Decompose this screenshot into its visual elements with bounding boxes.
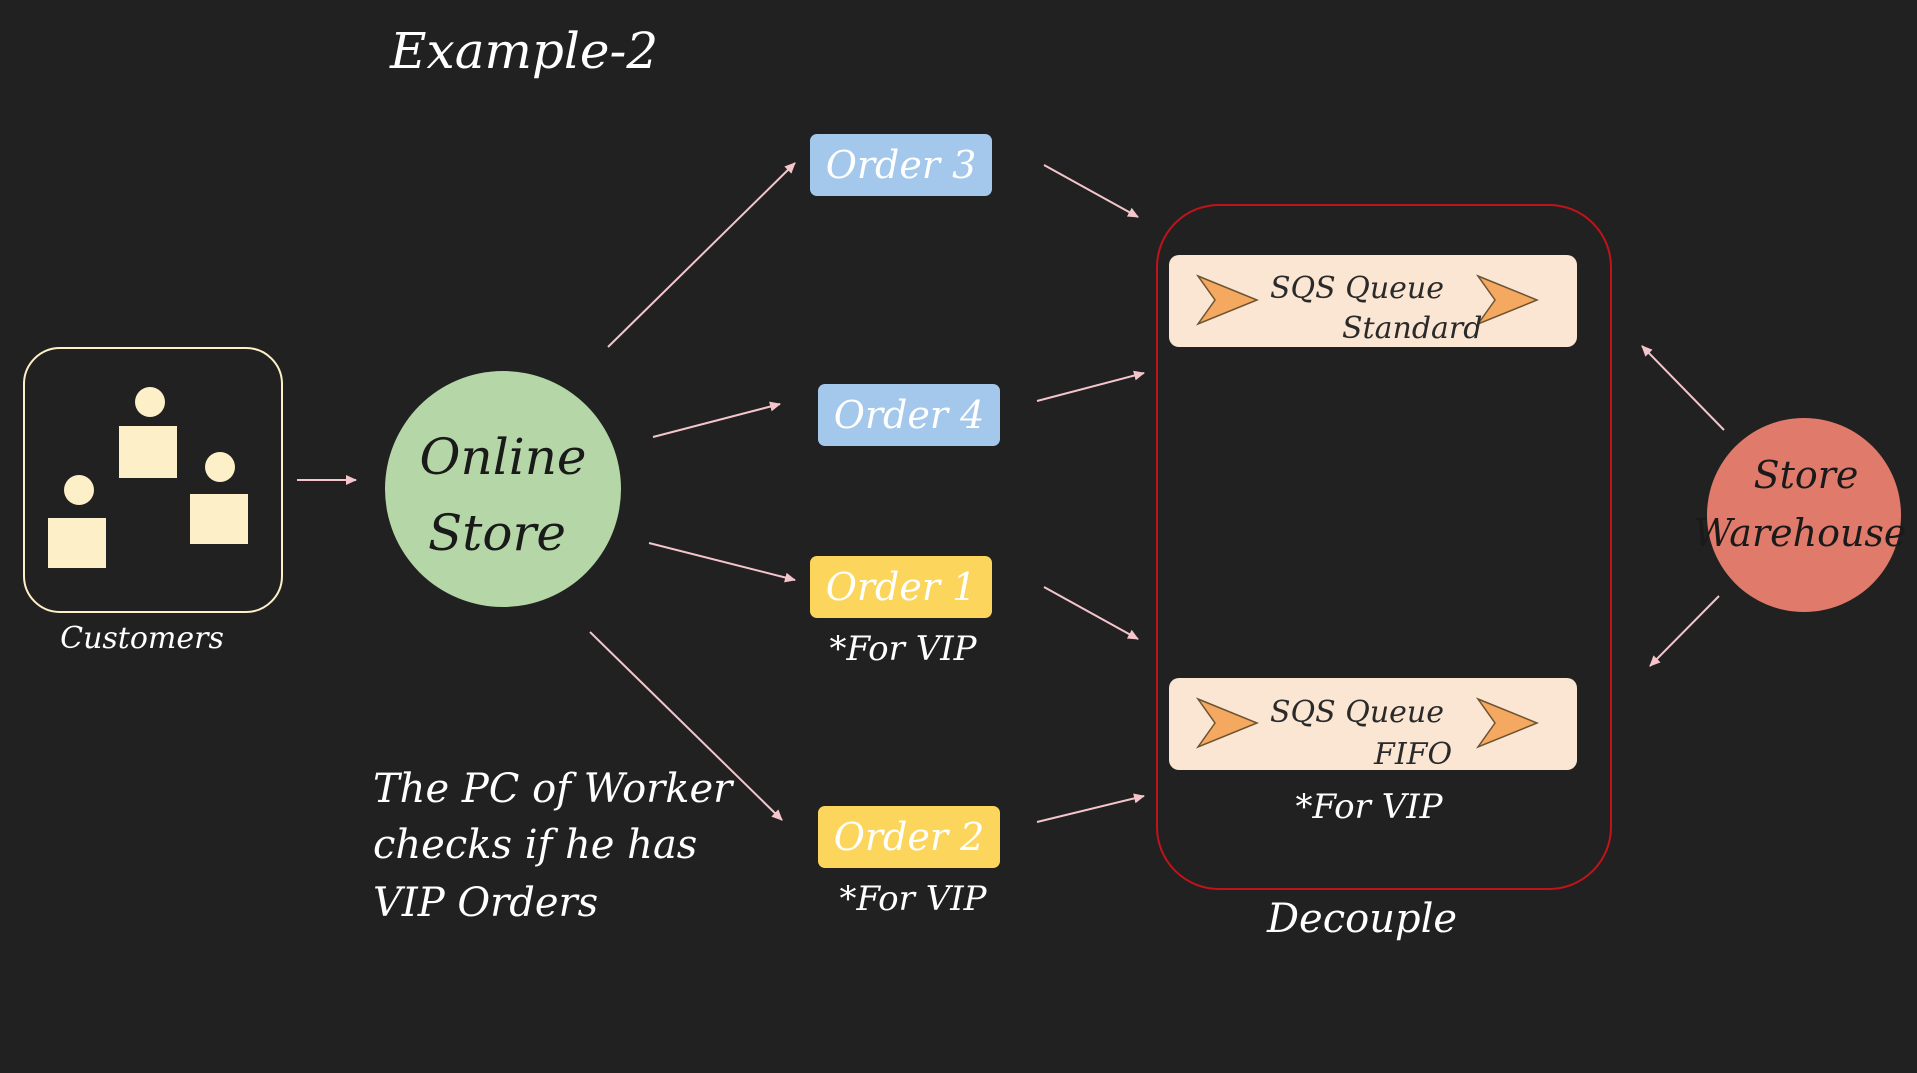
arrow-store-to-order-3 <box>607 162 796 348</box>
annotation-line-1: The PC of Worker <box>373 766 735 812</box>
annotation-line-3: VIP Orders <box>373 880 598 926</box>
order-2-note: *For VIP <box>839 879 987 919</box>
queue-fifo-line2: FIFO <box>1373 737 1452 772</box>
online-store-node[interactable]: Online Store <box>385 371 621 607</box>
people-group-icon <box>48 387 248 568</box>
arrow-order-3-to-standard <box>1043 164 1139 218</box>
online-store-label-line2: Store <box>428 504 566 562</box>
order-1-node[interactable]: Order 1 <box>810 556 992 618</box>
order-3-node[interactable]: Order 3 <box>810 134 992 196</box>
decouple-border <box>1156 204 1612 890</box>
order-2-label: Order 2 <box>834 815 985 859</box>
arrow-order-2-to-fifo <box>1036 793 1145 823</box>
store-warehouse-label-line1: Store <box>1754 453 1859 497</box>
store-warehouse-circle <box>1707 418 1901 612</box>
arrow-store-to-order-4 <box>652 401 781 438</box>
decouple-label: Decouple <box>1266 896 1457 942</box>
diagram-title: Example-2 <box>389 22 658 80</box>
order-3-label: Order 3 <box>826 143 977 187</box>
queue-standard-line2: Standard <box>1342 311 1482 346</box>
order-2-node[interactable]: Order 2 <box>818 806 1000 868</box>
order-4-node[interactable]: Order 4 <box>818 384 1000 446</box>
queue-chevron-icon <box>1195 697 1259 749</box>
order-1-box <box>810 556 992 618</box>
decouple-container[interactable]: SQS Queue Standard SQS Queue FIFO *For V… <box>1156 204 1612 890</box>
order-3-box <box>810 134 992 196</box>
arrow-order-1-to-fifo <box>1043 586 1139 640</box>
store-warehouse-node[interactable]: Store Warehouse <box>1694 418 1907 612</box>
order-1-label: Order 1 <box>826 565 977 609</box>
arrow-store-to-order-2 <box>589 631 783 821</box>
queue-chevron-icon <box>1475 697 1539 749</box>
arrow-warehouse-to-standard <box>1641 345 1725 431</box>
queue-fifo-line1: SQS Queue <box>1270 695 1444 730</box>
customers-box <box>23 347 283 613</box>
queue-standard-line1: SQS Queue <box>1270 271 1444 306</box>
order-1-note: *For VIP <box>829 629 977 669</box>
sqs-queue-fifo[interactable]: SQS Queue FIFO <box>1169 678 1577 772</box>
online-store-label-line1: Online <box>420 428 587 486</box>
arrow-order-4-to-standard <box>1036 370 1145 402</box>
customers-node[interactable] <box>23 347 283 613</box>
annotation-line-2: checks if he has <box>373 822 697 868</box>
order-4-label: Order 4 <box>834 393 985 437</box>
order-4-box <box>818 384 1000 446</box>
worker-annotation: The PC of Worker checks if he has VIP Or… <box>373 766 735 926</box>
sqs-queue-standard[interactable]: SQS Queue Standard <box>1169 255 1577 347</box>
arrow-warehouse-to-fifo <box>1649 595 1720 667</box>
queue-chevron-icon <box>1475 274 1539 326</box>
queue-chevron-icon <box>1195 274 1259 326</box>
flow-arrows <box>297 162 1725 823</box>
customers-label: Customers <box>60 621 224 656</box>
online-store-circle <box>385 371 621 607</box>
order-2-box <box>818 806 1000 868</box>
store-warehouse-label-line2: Warehouse <box>1694 511 1907 555</box>
queue-fifo-note: *For VIP <box>1295 787 1443 827</box>
queue-fifo-box <box>1169 678 1577 770</box>
queue-standard-box <box>1169 255 1577 347</box>
arrow-store-to-order-1 <box>648 542 796 583</box>
